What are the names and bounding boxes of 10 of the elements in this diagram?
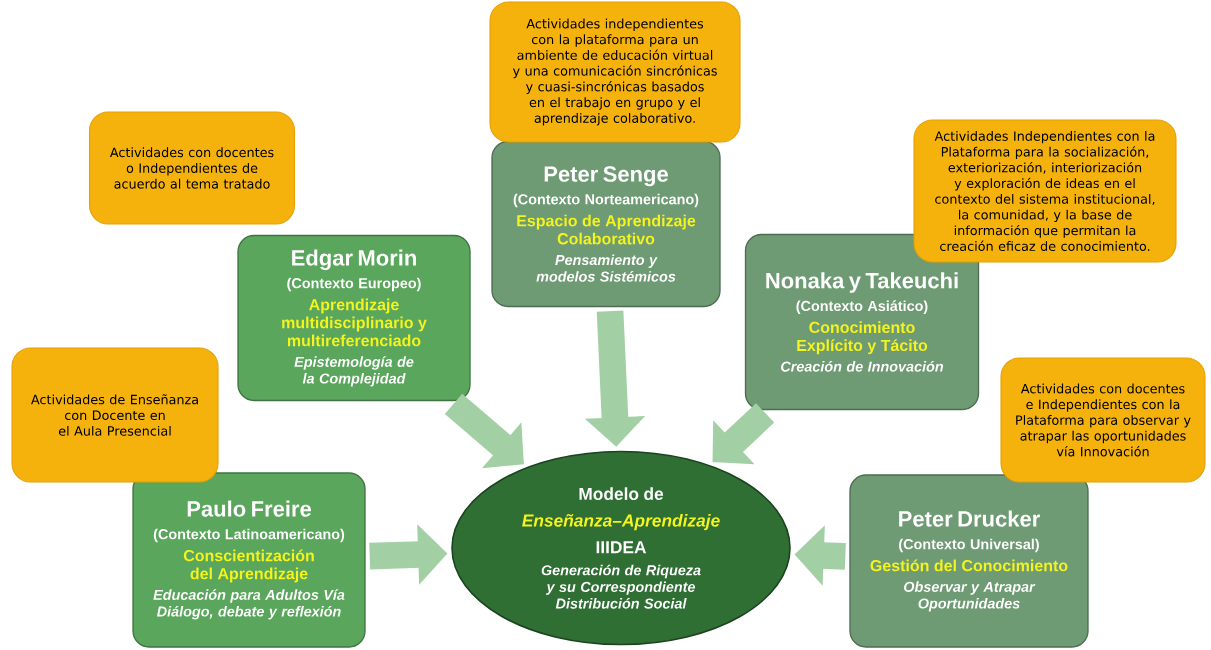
note-box: Actividades con docentes o Independientes de acuerdo al tema tratado (88, 111, 296, 225)
block-arrow (712, 403, 775, 465)
concept-box: Edgar Morin (Contexto Europeo) Aprendizaje multidisciplinario y multireferenciado Epistemología de la Complejidad (237, 234, 471, 402)
concept-box: Peter Drucker (Contexto Universal) Gestión del Conocimiento Observar y Atrapar Oportunidades (849, 474, 1089, 648)
concept-box: Peter Senge (Contexto Norteamericano) Espacio de Aprendizaje Colaborativo Pensamiento y modelos Sistémicos (491, 140, 721, 308)
note-box: Actividades independientes con la plataforma para un ambiente de educación virtual y una comunicación sincrónicas y cuasi-sincrónicas basados en el trabajo en grupo y el aprendizaje colaborativo. (489, 1, 741, 143)
note-box: Actividades de Enseñanza con Docente en el Aula Presencial (11, 347, 219, 483)
concept-box: Paulo Freire (Contexto Latinoamericano) Conscientización del Aprendizaje Educación para Adultos Vía Diálogo, debate y reflexión (132, 472, 366, 648)
note-box: Actividades con docentes e Independientes con la Plataforma para observar y atrapar las oportunidades vía Innovación (1000, 357, 1206, 483)
note-box: Actividades Independientes con la Plataforma para la socialización, exteriorización, interiorización y exploración de ideas en el contexto del sistema institucional, la comunidad, y la base de información que permitan la creación eficaz de conocimiento. (913, 119, 1177, 263)
